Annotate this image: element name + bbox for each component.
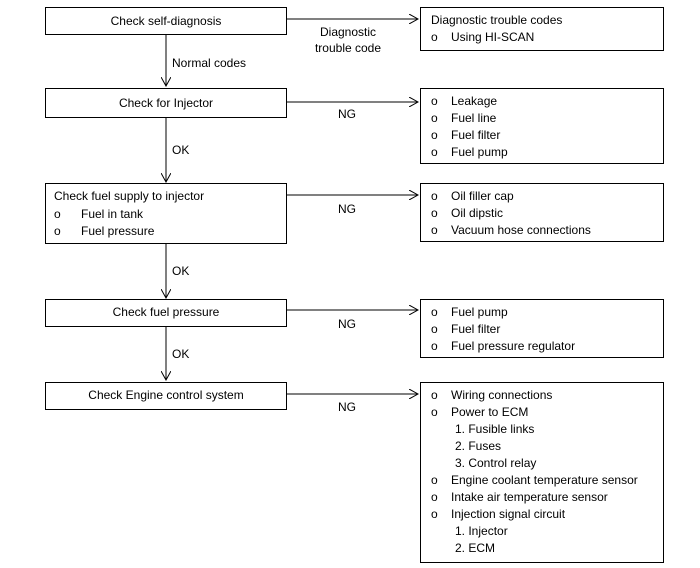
down-label-normal-codes: Normal codes	[172, 56, 247, 70]
bullet-marker: o	[431, 30, 438, 44]
result-item: Fuel pressure regulator	[451, 339, 576, 353]
result-item: Intake air temperature sensor	[451, 490, 608, 504]
result-item: Fuel pump	[451, 305, 508, 319]
side-label-ng: NG	[338, 400, 356, 414]
bullet-marker: o	[431, 223, 438, 237]
result-item: Oil filler cap	[451, 189, 514, 203]
result-item: Engine coolant temperature sensor	[451, 473, 638, 487]
step-box-self-diagnosis: Check self-diagnosis	[45, 7, 287, 35]
bullet-marker: o	[431, 128, 438, 142]
bullet-marker: o	[431, 507, 438, 521]
result-item: Fuel filter	[451, 128, 501, 142]
bullet-marker: o	[431, 305, 438, 319]
result-item: Leakage	[451, 94, 498, 108]
result-subitem: 3. Control relay	[455, 456, 537, 470]
result-box-trouble-codes: Diagnostic trouble codes o Using HI-SCAN	[420, 7, 664, 51]
bullet-marker: o	[431, 94, 438, 108]
result-box-engine-control: o Wiring connections o Power to ECM 1. F…	[420, 382, 664, 563]
result-box-fuel-supply: o Oil filler cap o Oil dipstic o Vacuum …	[420, 183, 664, 242]
bullet-marker: o	[431, 405, 438, 419]
result-item: Vacuum hose connections	[451, 223, 591, 237]
result-item: Oil dipstic	[451, 206, 504, 220]
result-item: Fuel filter	[451, 322, 501, 336]
result-subitem: 1. Injector	[455, 524, 508, 538]
step-title: Check self-diagnosis	[110, 14, 222, 28]
result-item: Wiring connections	[451, 388, 553, 402]
result-box-injector: o Leakage o Fuel line o Fuel filter o Fu…	[420, 88, 664, 164]
result-title: Diagnostic trouble codes	[431, 13, 563, 27]
bullet-marker: o	[431, 473, 438, 487]
step-item: Fuel in tank	[81, 207, 144, 221]
bullet-marker: o	[431, 388, 438, 402]
step-title: Check for Injector	[118, 96, 214, 110]
side-label-ng: NG	[338, 107, 356, 121]
result-item: Injection signal circuit	[451, 507, 566, 521]
step-box-fuel-supply: Check fuel supply to injector o Fuel in …	[45, 183, 287, 244]
result-subitem: 2. ECM	[455, 541, 496, 555]
result-item: Fuel pump	[451, 145, 508, 159]
step-item: Fuel pressure	[81, 224, 155, 238]
side-label-trouble-code: trouble code	[314, 41, 382, 55]
result-subitem: 1. Fusible links	[455, 422, 535, 436]
bullet-marker: o	[54, 224, 61, 238]
side-label-ng: NG	[338, 202, 356, 216]
down-label-ok: OK	[172, 347, 190, 361]
result-box-fuel-pressure: o Fuel pump o Fuel filter o Fuel pressur…	[420, 299, 664, 358]
bullet-marker: o	[431, 490, 438, 504]
step-title: Check fuel supply to injector	[54, 189, 205, 203]
result-item: Power to ECM	[451, 405, 529, 419]
bullet-marker: o	[431, 206, 438, 220]
bullet-marker: o	[54, 207, 61, 221]
step-box-injector: Check for Injector	[45, 88, 287, 118]
bullet-marker: o	[431, 111, 438, 125]
down-label-ok: OK	[172, 264, 190, 278]
result-item: Using HI-SCAN	[451, 30, 535, 44]
step-box-engine-control: Check Engine control system	[45, 382, 287, 410]
bullet-marker: o	[431, 189, 438, 203]
side-label-diagnostic: Diagnostic	[319, 25, 377, 39]
step-title: Check fuel pressure	[112, 305, 220, 319]
result-subitem: 2. Fuses	[455, 439, 502, 453]
bullet-marker: o	[431, 322, 438, 336]
bullet-marker: o	[431, 339, 438, 353]
down-label-ok: OK	[172, 143, 190, 157]
result-item: Fuel line	[451, 111, 497, 125]
step-box-fuel-pressure: Check fuel pressure	[45, 299, 287, 327]
step-title: Check Engine control system	[88, 388, 244, 402]
bullet-marker: o	[431, 145, 438, 159]
side-label-ng: NG	[338, 317, 356, 331]
